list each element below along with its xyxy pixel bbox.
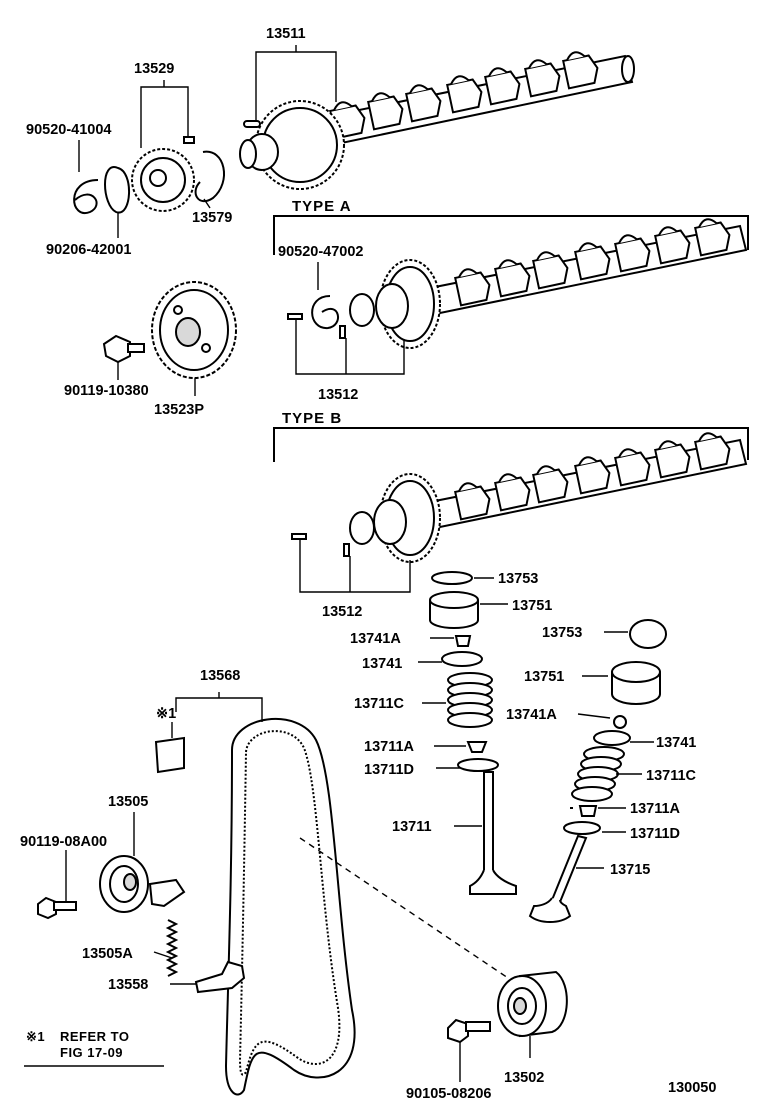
label-13512-a: 13512	[318, 387, 358, 403]
label-13512-b: 13512	[322, 604, 362, 620]
ref-mark: ※1	[156, 706, 176, 722]
keeper-13741a-right	[613, 715, 627, 729]
label-13529: 13529	[134, 61, 174, 77]
idler-13502	[497, 970, 568, 1038]
label-13741-right: 13741	[656, 735, 696, 751]
note-mark: ※1	[26, 1029, 45, 1044]
heading-type-b: TYPE B	[282, 410, 342, 427]
label-13741-left: 13741	[362, 656, 402, 672]
heading-type-a: TYPE A	[292, 198, 352, 215]
washer-13711d-left	[457, 758, 499, 772]
washer-90206-42001	[104, 166, 131, 214]
ring-13579	[194, 150, 226, 203]
label-13558: 13558	[108, 977, 148, 993]
label-13753-left: 13753	[498, 571, 538, 587]
label-13711a-left: 13711A	[364, 739, 415, 755]
spring-13711c-left	[447, 672, 493, 728]
label-13711a-right: 13711A	[630, 801, 681, 817]
label-13505a: 13505A	[82, 946, 133, 962]
label-sheet	[154, 736, 185, 774]
seat-13711a-right	[578, 805, 598, 817]
camshaft-13511	[239, 47, 635, 190]
bolt-90119-08a00	[37, 896, 77, 920]
tension-spring-13505a	[165, 919, 179, 977]
label-13568: 13568	[200, 668, 240, 684]
label-90119-08a00: 90119-08A00	[20, 834, 107, 850]
keeper-13741a-left	[454, 635, 472, 647]
shim-13753-right	[629, 619, 667, 649]
label-13741a-left: 13741A	[350, 631, 401, 647]
bracket-13558	[194, 960, 246, 994]
tensioner-13505	[99, 855, 186, 913]
timing-belt-13568	[224, 717, 356, 1096]
label-90105-08206: 90105-08206	[406, 1086, 491, 1102]
label-13715: 13715	[610, 862, 650, 878]
pulley-13523p	[151, 281, 237, 379]
label-13711c-right: 13711C	[646, 768, 697, 784]
washer-13711d-right	[563, 821, 601, 835]
label-13502: 13502	[504, 1070, 544, 1086]
label-13741a-right: 13741A	[506, 707, 557, 723]
label-13751-right: 13751	[524, 669, 564, 685]
label-13751-left: 13751	[512, 598, 552, 614]
label-13579: 13579	[192, 210, 232, 226]
label-13711: 13711	[392, 819, 432, 835]
lifter-13751-right	[611, 661, 661, 705]
retainer-13741-left	[441, 651, 483, 667]
figure-number: 130050	[668, 1080, 716, 1096]
camshaft-type-a	[349, 214, 748, 349]
note-line-1: REFER TO	[60, 1029, 130, 1044]
spring-13711c-right	[571, 746, 625, 802]
label-90520-41004: 90520-41004	[26, 122, 111, 138]
seat-13711a-left	[466, 741, 488, 753]
bolt-90119-10380	[102, 334, 145, 364]
retainer-13741-right	[593, 730, 631, 746]
note-line-2: FIG 17-09	[60, 1045, 123, 1060]
valve-13711	[469, 771, 517, 895]
label-13523p: 13523P	[154, 402, 204, 418]
camshaft-type-b	[349, 428, 748, 563]
label-13711d-right: 13711D	[630, 826, 680, 842]
label-90119-10380: 90119-10380	[64, 383, 149, 399]
label-13711d-left: 13711D	[364, 762, 414, 778]
label-13711c-left: 13711C	[354, 696, 405, 712]
bolt-90105-08206	[447, 1018, 491, 1044]
lifter-13751-left	[429, 591, 479, 629]
shim-13753-left	[431, 571, 473, 585]
label-13753-right: 13753	[542, 625, 582, 641]
label-13505: 13505	[108, 794, 148, 810]
snap-ring-90520-41004	[73, 179, 99, 215]
label-90520-47002: 90520-47002	[278, 244, 363, 260]
valve-13715	[528, 834, 588, 923]
label-13511: 13511	[266, 26, 306, 42]
label-90206-42001: 90206-42001	[46, 242, 131, 258]
